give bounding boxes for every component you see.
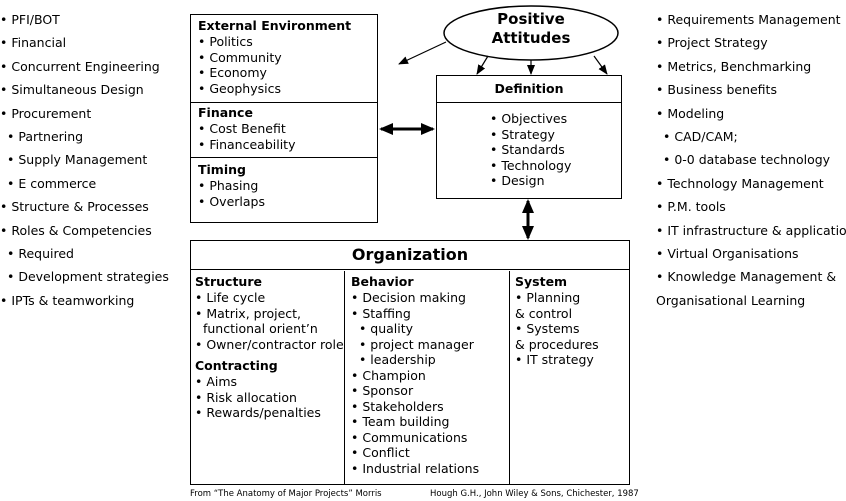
organization-column-divider-2 [509,271,510,484]
behavior-item: • Sponsor [351,383,414,398]
system-item: & procedures [515,336,599,352]
right-list-item: • Modeling [656,105,725,121]
left-list-item: • Financial [0,35,67,51]
external-environment-section: External Environment • Politics • Commun… [198,18,351,96]
system-item: • Planning [515,290,581,305]
left-list-item: • Supply Management [7,152,148,168]
source-caption-left: From “The Anatomy of Major Projects” Mor… [190,489,382,499]
behavior-item: • Team building [351,414,450,429]
right-list-item: • Knowledge Management & [656,269,837,285]
external-environment-title: External Environment [198,18,352,33]
behavior-item: • project manager [351,336,474,352]
definition-item: • Design [490,173,545,188]
definition-item: • Objectives [490,111,568,126]
behavior-item: • Staffing [351,305,411,321]
contracting-item: • Rewards/penalties [195,405,321,420]
right-list-item: • Technology Management [656,175,824,191]
left-list-item: • E commerce [7,175,97,191]
left-factor-list: • PFI/BOT • Financial • Concurrent Enginee… [0,8,169,312]
right-list-item: • Project Strategy [656,35,768,51]
environment-box: External Environment • Politics • Commun… [190,14,378,223]
definition-divider [437,102,621,103]
organization-divider [191,269,629,270]
left-list-item: • Structure & Processes [0,199,149,215]
behavior-item: • leadership [351,352,436,367]
right-list-item: • Business benefits [656,82,777,98]
attitudes-line1: Positive [497,10,565,28]
structure-item: • Matrix, project, [195,305,302,321]
finance-item: • Cost Benefit [198,121,286,136]
timing-title: Timing [198,162,246,177]
system-column: System • Planning & control • Systems & … [515,274,599,368]
behavior-item: • Conflict [351,445,410,460]
environment-item: • Politics [198,34,253,49]
environment-item: • Geophysics [198,80,281,96]
organization-column-divider-1 [344,271,345,484]
attitudes-to-definition-arrow-left [476,55,489,75]
timing-section: Timing • Phasing • Overlaps [198,162,265,209]
system-item: & control [515,305,573,321]
timing-item: • Phasing [198,178,259,193]
structure-item: • Life cycle [195,290,266,305]
definition-items: • Objectives • Strategy • Standards • Te… [490,111,571,189]
right-list-item: • IT infrastructure & applications [656,222,846,238]
left-list-item: • PFI/BOT [0,12,60,27]
attitudes-line2: Attitudes [491,29,571,47]
behavior-item: • quality [351,321,414,336]
right-list-item: • Requirements Management [656,12,841,27]
structure-column: Structure • Life cycle • Matrix, project… [195,274,344,421]
definition-item: • Strategy [490,126,555,142]
behavior-item: • Communications [351,429,468,445]
environment-item: • Community [198,49,282,65]
environment-divider-1 [191,102,377,103]
contracting-title: Contracting [195,358,278,373]
environment-divider-2 [191,157,377,158]
left-list-item: • Required [7,245,74,261]
system-item: • IT strategy [515,352,594,367]
right-list-item: Organisational Learning [656,292,806,308]
structure-item: • Owner/contractor role [195,336,344,352]
behavior-item: • Champion [351,367,426,383]
environment-item: • Economy [198,65,267,80]
organization-title: Organization [351,245,469,264]
right-factor-list: • Requirements Management • Project Strat… [656,8,846,312]
right-list-item: • P.M. tools [656,199,726,215]
right-list-item: • Metrics, Benchmarking [656,58,812,74]
left-list-item: • Simultaneous Design [0,82,144,98]
definition-item: • Technology [490,157,572,173]
left-list-item: • Development strategies [7,269,169,285]
organization-box: Organization Structure • Life cycle • Ma… [190,240,630,485]
definition-item: • Standards [490,142,565,157]
contracting-item: • Aims [195,374,238,389]
finance-item: • Financeability [198,136,296,152]
left-list-item: • Partnering [7,128,84,144]
behavior-item: • Stakeholders [351,398,444,414]
left-list-item: • IPTs & teamworking [0,292,135,308]
system-title: System [515,274,568,289]
timing-item: • Overlaps [198,193,265,209]
right-list-item: • 0-0 database technology [663,152,831,168]
structure-title: Structure [195,274,262,289]
contracting-item: • Risk allocation [195,389,297,405]
right-list-item: • CAD/CAM; [663,128,738,144]
definition-title: Definition [494,81,564,96]
attitudes-to-environment-arrow [398,41,447,65]
finance-section: Finance • Cost Benefit • Financeability [198,105,295,152]
behavior-column: Behavior • Decision making • Staffing • … [351,274,479,476]
right-list-item: • Virtual Organisations [656,245,799,261]
structure-item: functional orient’n [195,321,318,336]
system-item: • Systems [515,321,580,336]
behavior-item: • Decision making [351,290,466,305]
left-list-item: • Roles & Competencies [0,222,152,238]
attitudes-label: Positive Attitudes [444,10,618,48]
definition-box: Definition • Objectives • Strategy • Sta… [436,75,622,199]
left-list-item: • Concurrent Engineering [0,58,160,74]
behavior-item: • Industrial relations [351,460,480,476]
attitudes-to-definition-arrow-right [593,55,608,75]
behavior-title: Behavior [351,274,414,289]
left-list-item: • Procurement [0,105,92,121]
finance-title: Finance [198,105,253,120]
source-caption-right: Hough G.H., John Wiley & Sons, Chicheste… [430,489,639,499]
